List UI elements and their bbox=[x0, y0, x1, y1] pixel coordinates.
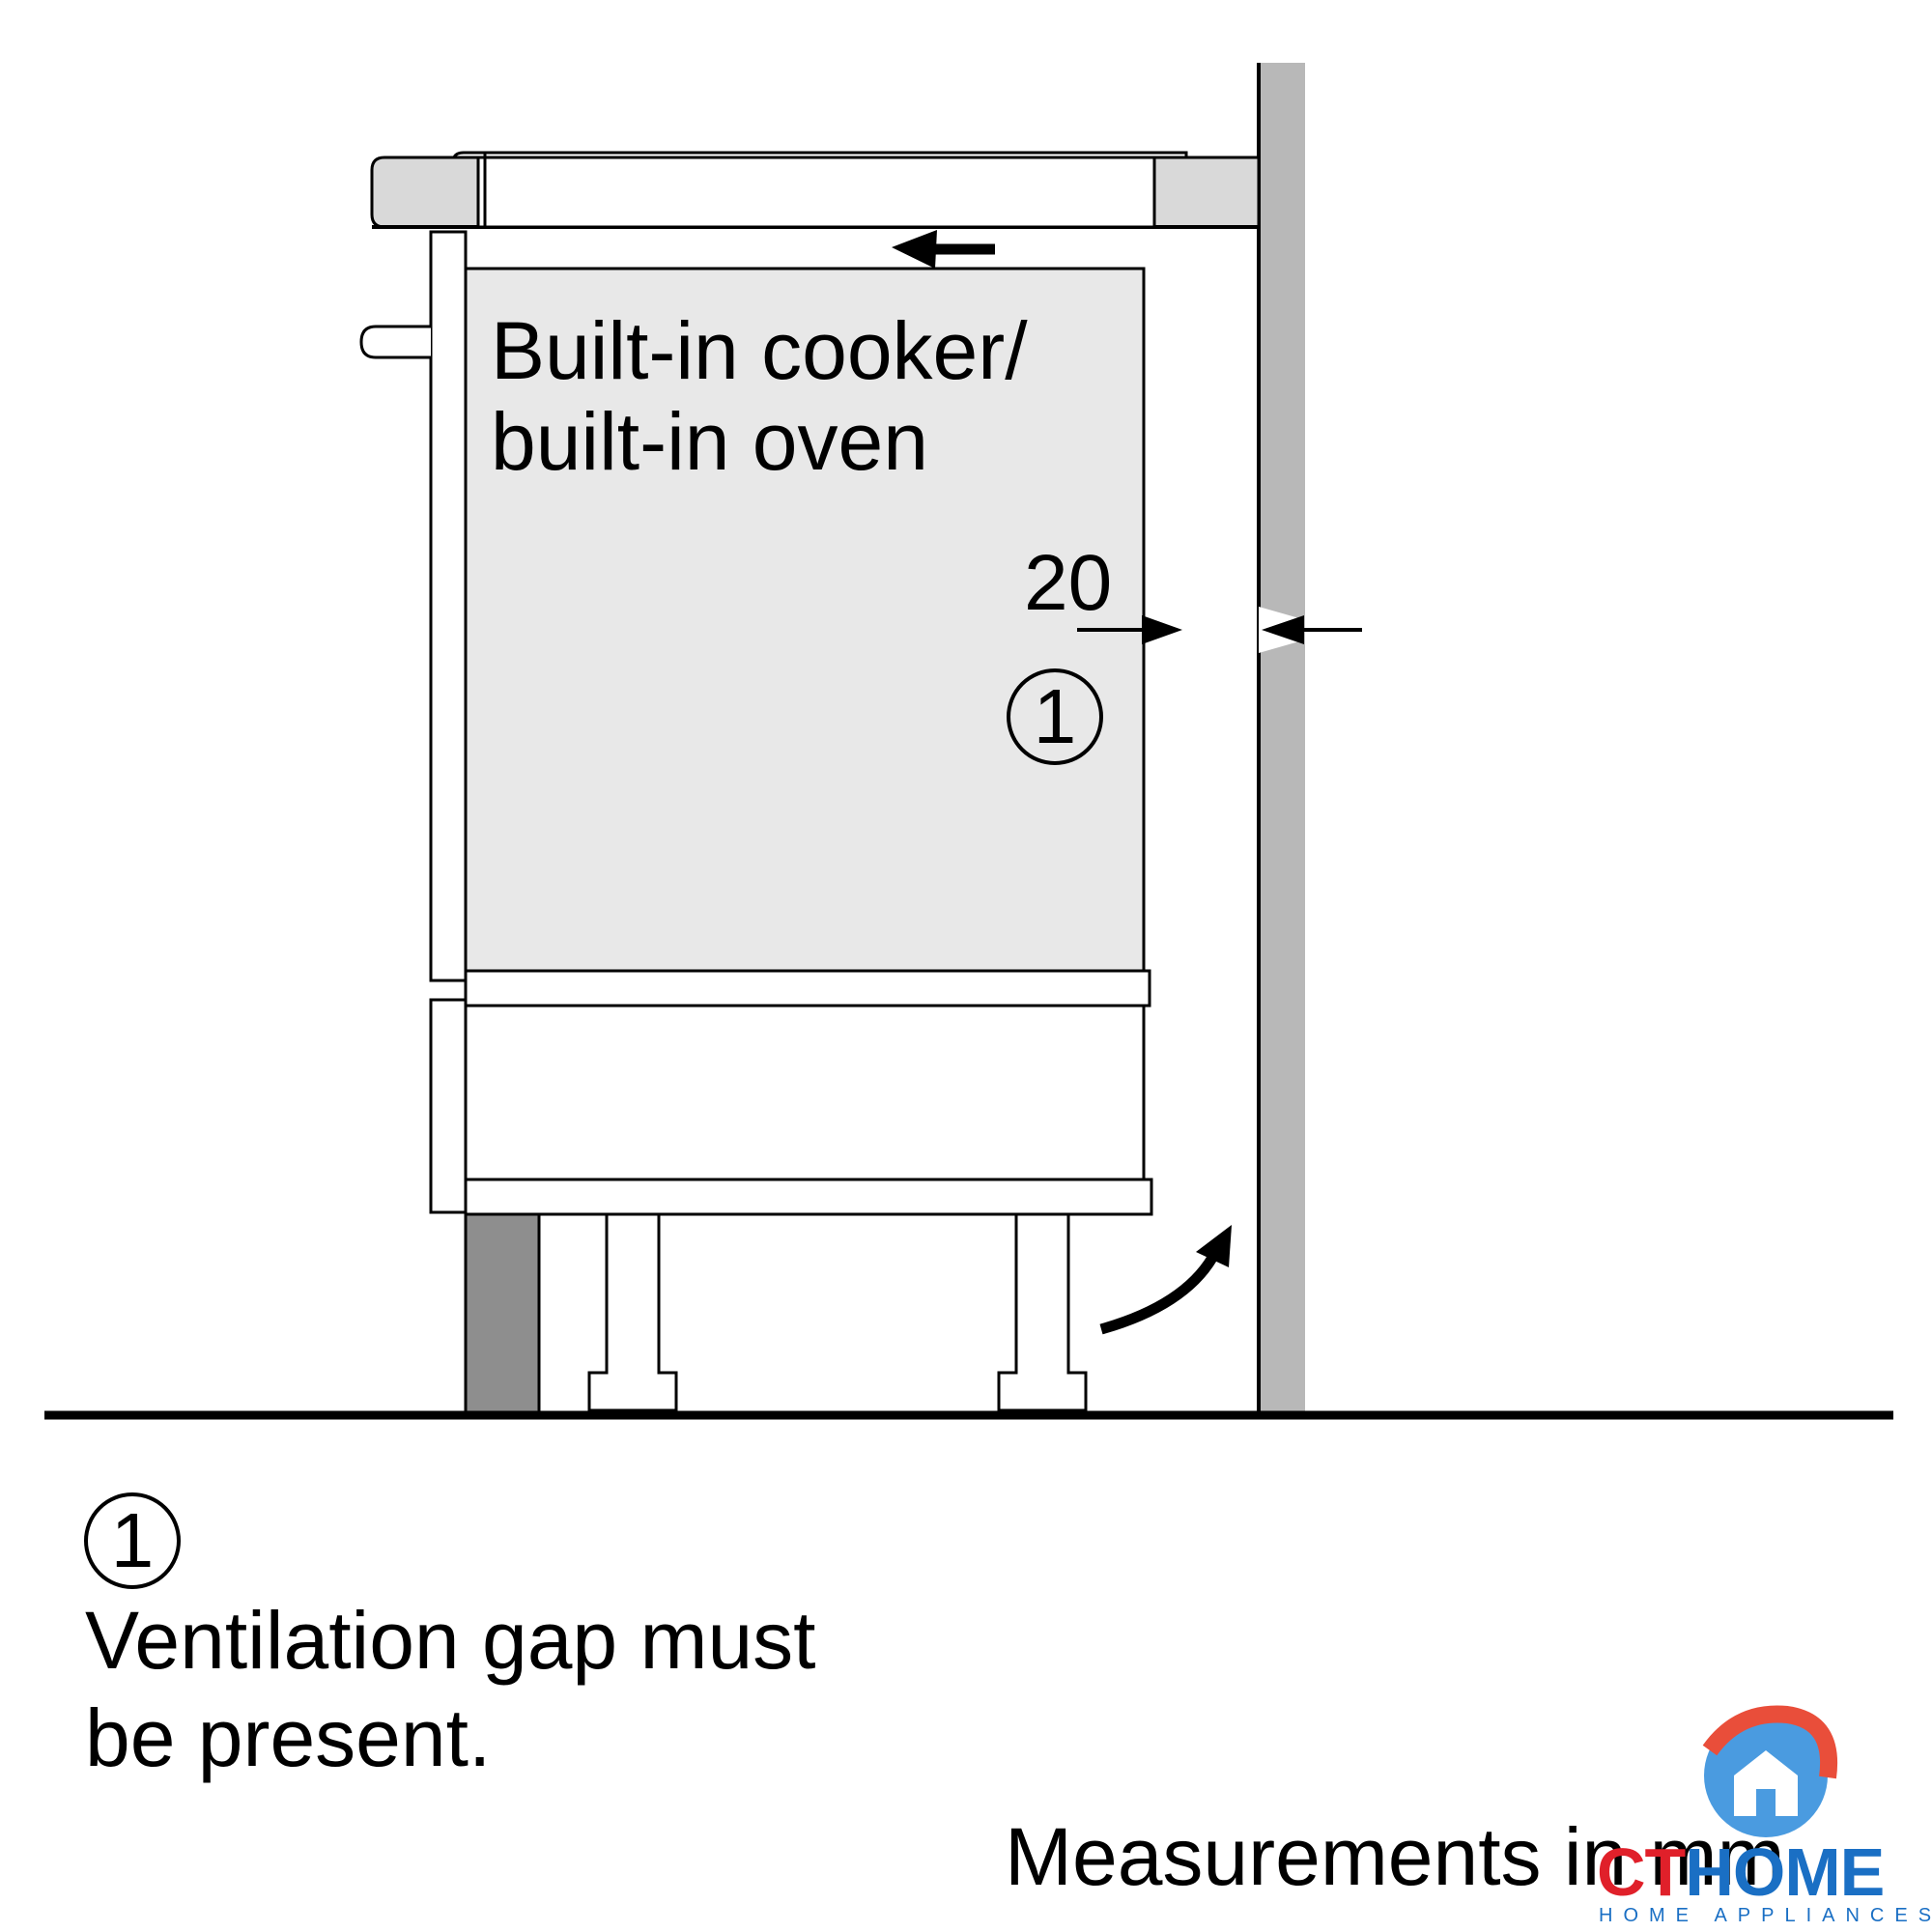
legend-callout-marker: 1 bbox=[84, 1492, 181, 1589]
brand-logo-home: HOME bbox=[1685, 1834, 1885, 1910]
measurements-note: Measurements in mm bbox=[1005, 1811, 1785, 1902]
callout-marker: 1 bbox=[1007, 668, 1103, 765]
gap-dimension-arrow-right bbox=[1259, 607, 1362, 653]
cabinet-foot-left bbox=[587, 1212, 678, 1412]
hob bbox=[452, 151, 1188, 229]
oven-body bbox=[464, 267, 1146, 973]
airflow-arrow-top bbox=[892, 230, 995, 269]
appliance-label-line2: built-in oven bbox=[491, 396, 928, 488]
legend-line1: Ventilation gap must bbox=[85, 1595, 816, 1686]
brand-logo-ct: CT bbox=[1597, 1834, 1686, 1910]
cabinet-foot-right bbox=[997, 1212, 1088, 1412]
brand-logo-subtitle: HOME APPLIANCES bbox=[1599, 1905, 1932, 1926]
drawer-front-panel bbox=[429, 998, 468, 1214]
cabinet-rail-bottom bbox=[464, 1178, 1153, 1216]
legend-description: Ventilation gap must be present. bbox=[85, 1592, 954, 1787]
cabinet-rail-top bbox=[464, 969, 1151, 1008]
gap-dimension-arrow-left bbox=[1077, 615, 1182, 644]
gap-dimension-value: 20 bbox=[1024, 539, 1113, 627]
brand-logo-mark bbox=[1702, 1705, 1838, 1837]
drawer-body bbox=[464, 1004, 1146, 1181]
plinth bbox=[464, 1212, 541, 1415]
oven-knob bbox=[359, 325, 431, 359]
appliance-label-line1: Built-in cooker/ bbox=[491, 305, 1028, 396]
side-wall bbox=[1259, 63, 1305, 1413]
appliance-label: Built-in cooker/ built-in oven bbox=[491, 305, 1028, 487]
oven-front-panel bbox=[429, 230, 468, 982]
legend-line2: be present. bbox=[85, 1691, 492, 1783]
airflow-arrow-curved bbox=[1099, 1225, 1232, 1335]
brand-logo-wordmark: CTHOME bbox=[1597, 1838, 1885, 1906]
